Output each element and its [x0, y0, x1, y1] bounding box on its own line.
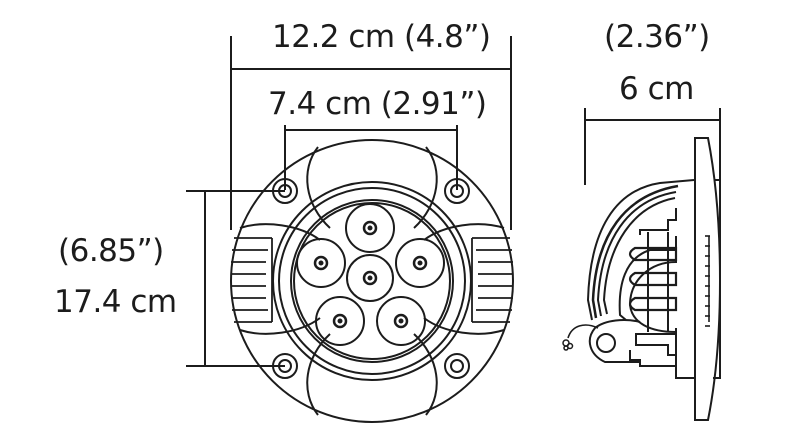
- led-array: [296, 203, 445, 346]
- right-cooling-fins: [471, 237, 513, 323]
- mounting-hole-icon: [272, 178, 470, 379]
- height-dimension: [186, 190, 285, 367]
- overall-width-label: 12.2 cm (4.8”): [272, 19, 491, 55]
- depth-inch-label: (2.36”): [604, 19, 710, 55]
- depth-dimension: [584, 108, 721, 185]
- side-view: [562, 137, 722, 421]
- bolt-spacing-label: 7.4 cm (2.91”): [268, 86, 487, 122]
- left-cooling-fins: [231, 237, 273, 323]
- overall-width-dimension: [230, 36, 512, 230]
- depth-cm-label: 6 cm: [619, 71, 694, 107]
- height-cm-label: 17.4 cm: [54, 284, 177, 320]
- front-view: [230, 139, 514, 423]
- height-inch-label: (6.85”): [58, 233, 164, 269]
